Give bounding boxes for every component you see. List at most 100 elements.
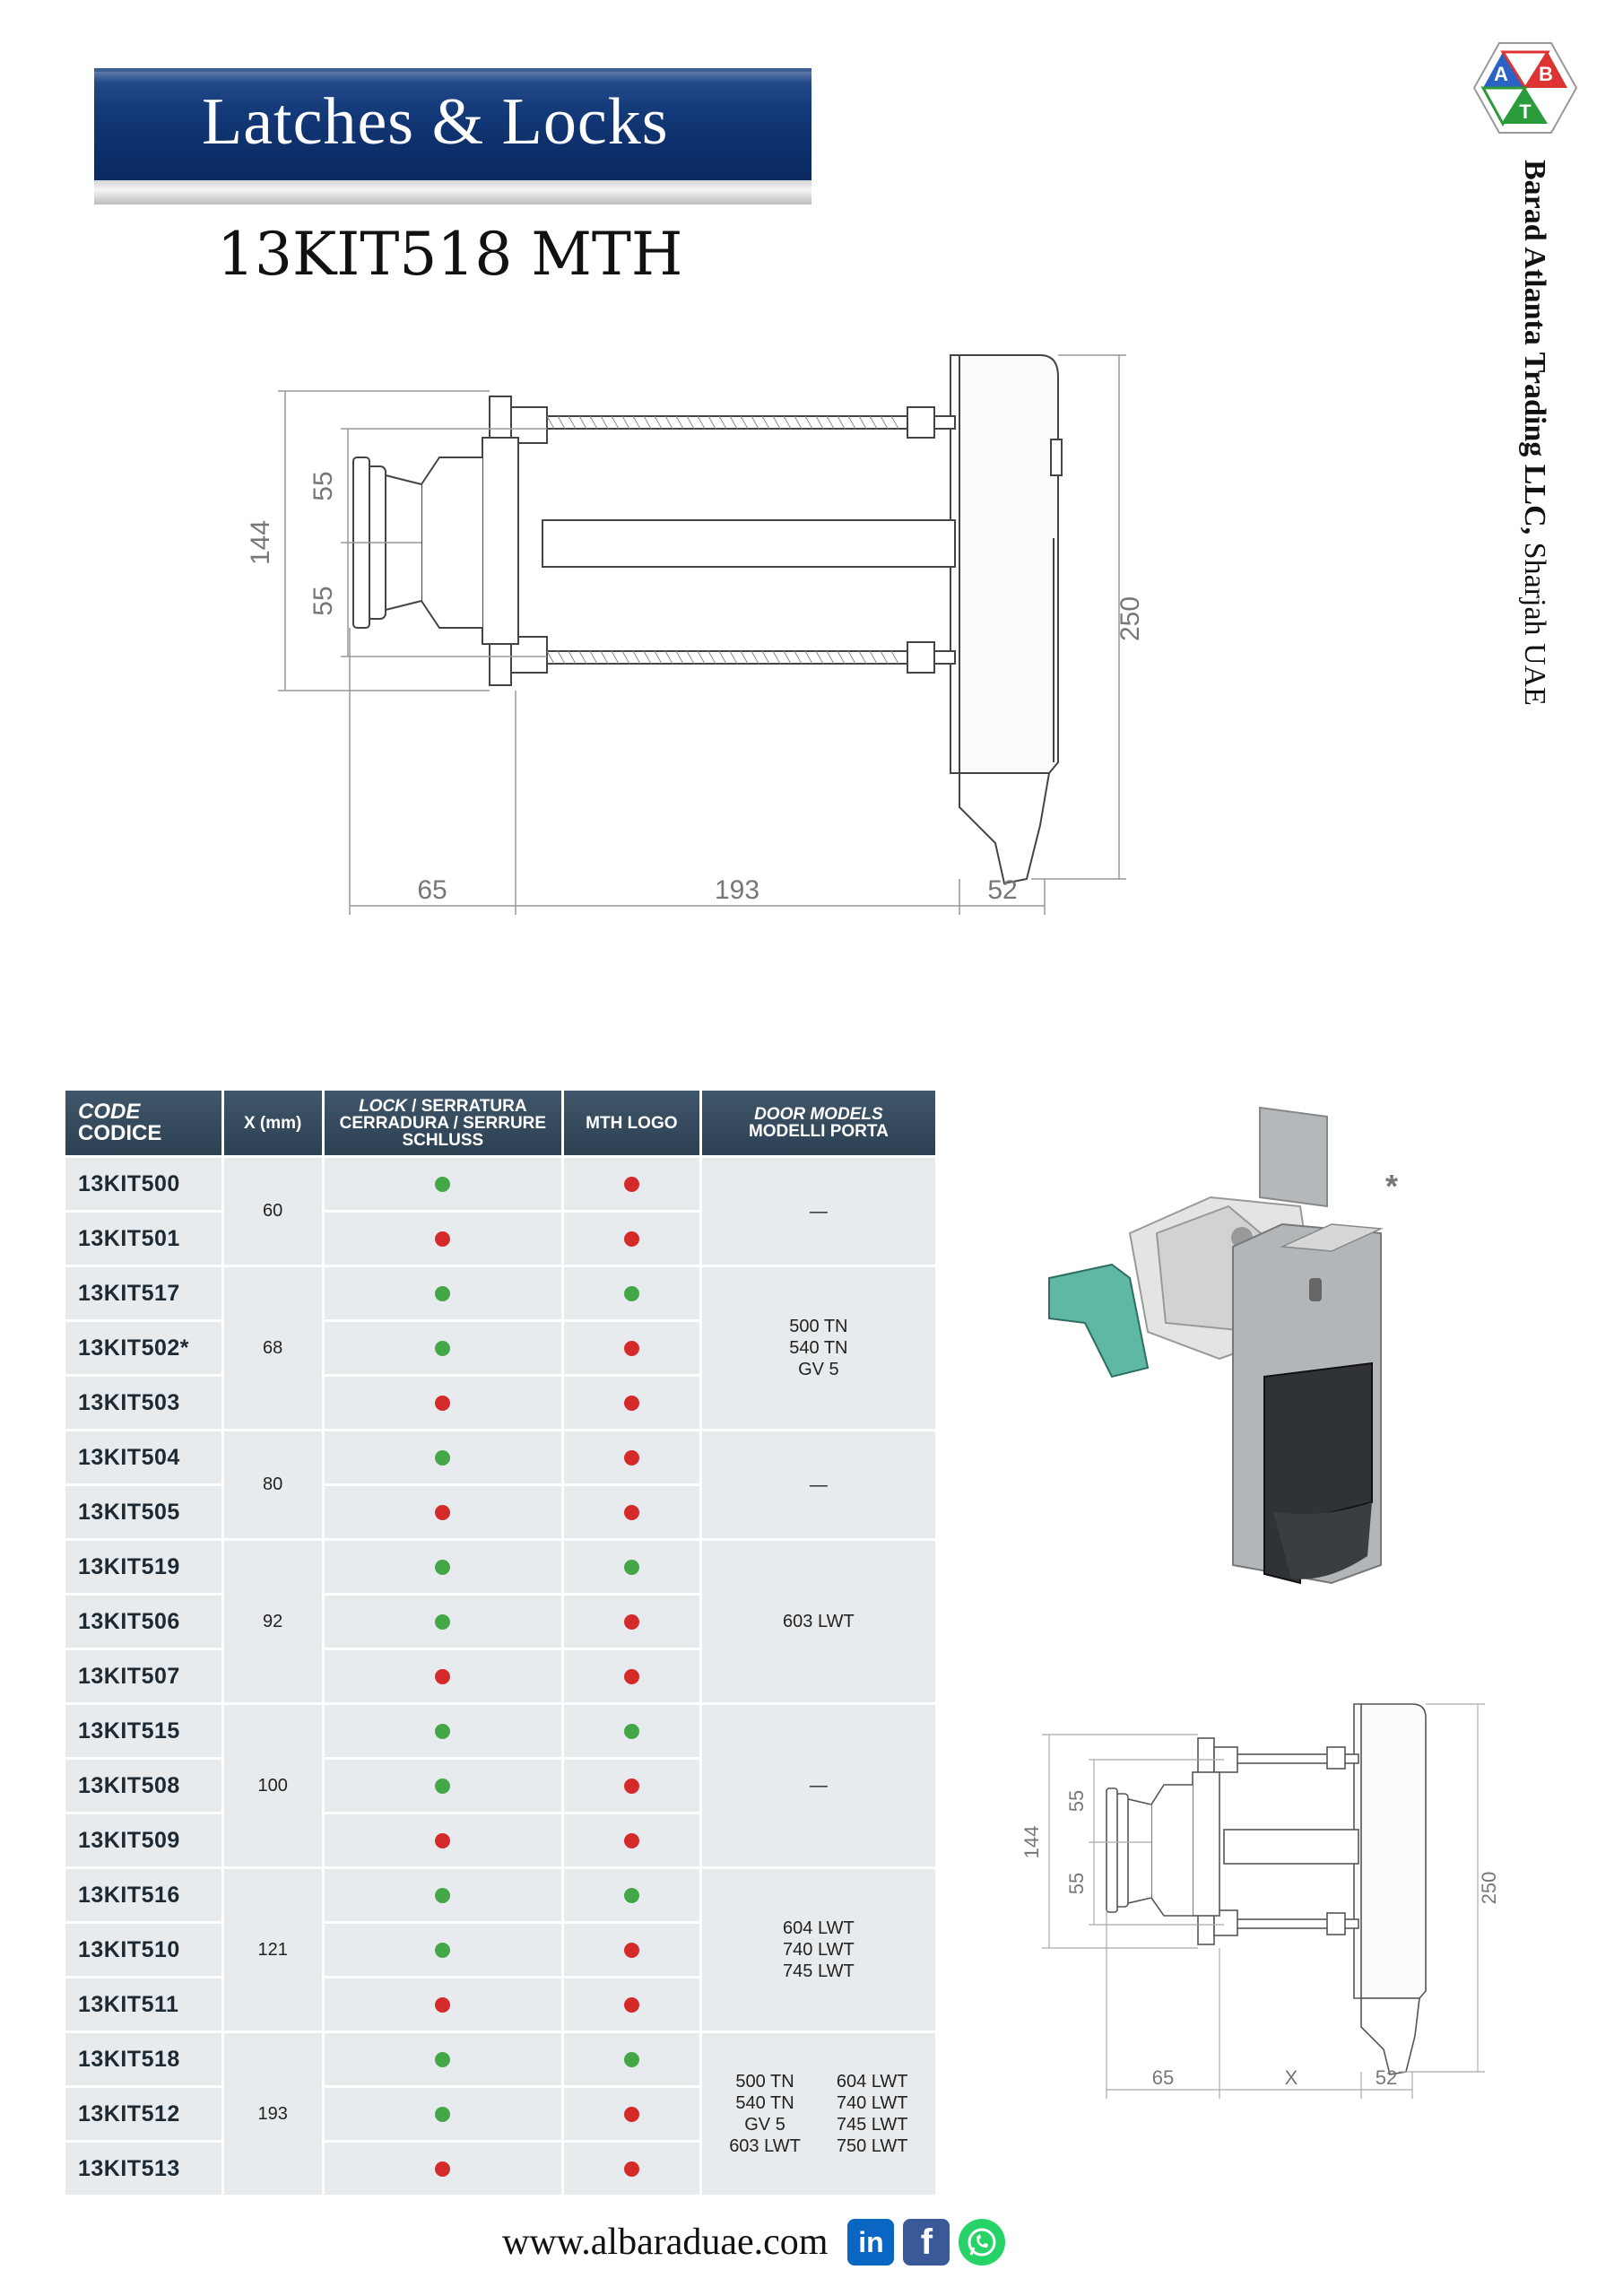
x-mm-cell: 193: [223, 2033, 322, 2195]
table-row: 13KIT509: [65, 1814, 935, 1866]
red-dot-icon: [435, 1996, 451, 2013]
door-models-right: 604 LWT 740 LWT 745 LWT 750 LWT: [836, 2072, 908, 2156]
green-dot-icon: [435, 1887, 451, 1903]
product-code-cell: 13KIT516: [65, 1869, 221, 1921]
lock-cell: [324, 1760, 561, 1812]
red-dot-icon: [623, 1996, 639, 2013]
product-code-cell: 13KIT513: [65, 2143, 221, 2195]
mth-logo-cell: [563, 1760, 699, 1812]
mth-logo-cell: [563, 1486, 699, 1538]
technical-drawing-main: 144 55 55 250 65 193 52: [246, 354, 1145, 915]
x-mm-cell: 60: [223, 1158, 322, 1265]
table-row: 13KIT506: [65, 1596, 935, 1648]
green-handle: [1048, 1263, 1150, 1378]
mth-logo-cell: [563, 1650, 699, 1702]
product-photo: *: [1048, 1106, 1398, 1585]
lock-cell: [324, 1213, 561, 1265]
dim-55-lower: 55: [308, 586, 338, 615]
green-dot-icon: [435, 1176, 451, 1192]
website-link[interactable]: www.albaraduae.com: [502, 2222, 829, 2263]
logo-letter-a: A: [1494, 63, 1508, 85]
lock-cell: [324, 1431, 561, 1483]
product-code-cell: 13KIT500: [65, 1158, 221, 1210]
lock-cell: [324, 1869, 561, 1921]
handle-tail: [959, 772, 1051, 885]
table-row: 13KIT507: [65, 1650, 935, 1702]
product-code-cell: 13KIT503: [65, 1377, 221, 1429]
mth-logo-cell: [563, 1267, 699, 1319]
product-code-cell: 13KIT519: [65, 1541, 221, 1593]
whatsapp-icon[interactable]: [959, 2219, 1006, 2266]
green-dot-icon: [435, 1340, 451, 1356]
mth-logo-cell: [563, 1322, 699, 1374]
dim-144: 144: [246, 520, 275, 565]
lock-cell: [324, 1158, 561, 1210]
table-row: 13KIT505: [65, 1486, 935, 1538]
red-dot-icon: [623, 1668, 639, 1684]
banner-shine: [94, 180, 812, 204]
product-code-cell: 13KIT510: [65, 1924, 221, 1976]
mth-logo-cell: [563, 1213, 699, 1265]
red-dot-icon: [623, 1942, 639, 1958]
product-code-cell: 13KIT518: [65, 2033, 221, 2085]
lock-cell: [324, 1650, 561, 1702]
red-dot-icon: [623, 1340, 639, 1356]
product-code-cell: 13KIT508: [65, 1760, 221, 1812]
facebook-icon[interactable]: f: [903, 2219, 950, 2266]
mth-logo-cell: [563, 1814, 699, 1866]
red-dot-icon: [623, 1832, 639, 1848]
product-code-cell: 13KIT504: [65, 1431, 221, 1483]
table-row: 13KIT501: [65, 1213, 935, 1265]
red-dot-icon: [623, 1778, 639, 1794]
table-row: 13KIT508: [65, 1760, 935, 1812]
product-code-cell: 13KIT512: [65, 2088, 221, 2140]
green-dot-icon: [435, 1723, 451, 1739]
product-code-cell: 13KIT505: [65, 1486, 221, 1538]
dim-65: 65: [417, 875, 447, 905]
product-code-cell: 13KIT509: [65, 1814, 221, 1866]
small-dim-52: 52: [1376, 2066, 1397, 2089]
page-title: Latches & Locks: [202, 85, 669, 159]
door-models-cell: 603 LWT: [701, 1541, 935, 1702]
red-dot-icon: [623, 1231, 639, 1247]
small-dim-55-upper: 55: [1065, 1790, 1088, 1812]
small-dim-250: 250: [1478, 1872, 1500, 1905]
logo-b-triangle: [1525, 52, 1567, 88]
lock-cell: [324, 1814, 561, 1866]
mth-logo-cell: [563, 1377, 699, 1429]
lock-body-outline: [950, 354, 1059, 774]
red-dot-icon: [435, 1832, 451, 1848]
x-mm-cell: 92: [223, 1541, 322, 1702]
small-dim-x: X: [1285, 2066, 1298, 2089]
mth-logo-cell: [563, 1924, 699, 1976]
product-code-cell: 13KIT501: [65, 1213, 221, 1265]
linkedin-icon[interactable]: in: [847, 2219, 895, 2266]
lock-cell: [324, 2033, 561, 2085]
dim-55-upper: 55: [308, 471, 338, 500]
lock-cell: [324, 1377, 561, 1429]
door-models-cell: 500 TN 540 TN GV 5: [701, 1267, 935, 1429]
mth-logo-cell: [563, 1979, 699, 2031]
door-models-cell: 604 LWT 740 LWT 745 LWT: [701, 1869, 935, 2031]
mth-logo-cell: [563, 1158, 699, 1210]
small-dim-144: 144: [1022, 1826, 1043, 1859]
table-row: 13KIT510: [65, 1924, 935, 1976]
mth-logo-cell: [563, 1431, 699, 1483]
dim-250: 250: [1115, 596, 1145, 641]
whatsapp-glyph: [968, 2228, 996, 2257]
lock-cell: [324, 1979, 561, 2031]
logo-letter-t: T: [1519, 100, 1532, 123]
mth-logo-cell: [563, 2088, 699, 2140]
company-logo: A B T: [1472, 42, 1578, 134]
